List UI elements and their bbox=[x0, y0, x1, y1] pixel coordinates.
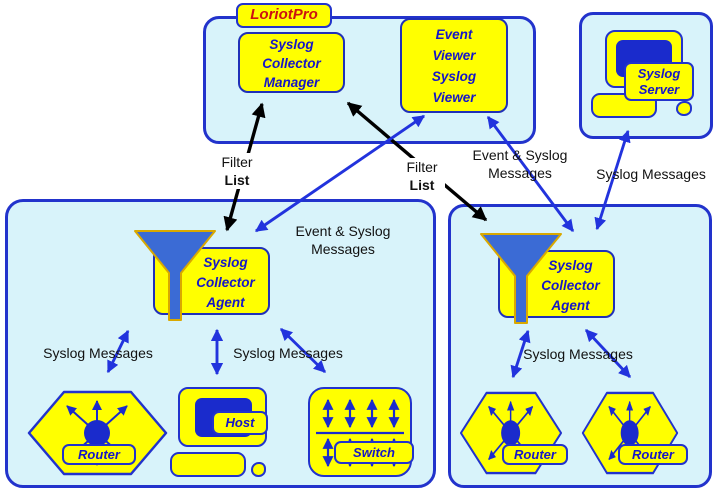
agent-line3: Agent bbox=[206, 295, 245, 310]
event-syslog-line2: Messages bbox=[488, 165, 552, 181]
viewer-line4: Viewer bbox=[432, 90, 476, 105]
agent-line1: Syslog bbox=[203, 255, 248, 270]
loriotpro-title: LoriotPro bbox=[250, 6, 318, 24]
host-mouse-icon bbox=[251, 462, 266, 477]
agent-line2: Collector bbox=[541, 278, 600, 293]
router-label: Router bbox=[78, 446, 120, 462]
syslog-messages-label-router1: Syslog Messages bbox=[30, 344, 166, 362]
filter-list-label-left: Filter List bbox=[214, 153, 260, 189]
event-syslog-line1: Event & Syslog bbox=[295, 223, 391, 239]
router-tag: Router bbox=[62, 444, 136, 465]
syslog-messages-label-hostswitch: Syslog Messages bbox=[220, 344, 356, 362]
syslog-messages-text: Syslog Messages bbox=[233, 345, 343, 361]
server-label-line1: Syslog bbox=[637, 65, 681, 81]
filter-text: Filter bbox=[406, 159, 438, 175]
filter-list-label-right: Filter List bbox=[399, 158, 445, 194]
event-syslog-messages-label-top: Event & Syslog Messages bbox=[452, 146, 588, 182]
manager-line3: Manager bbox=[263, 75, 320, 90]
router-tag: Router bbox=[502, 444, 568, 465]
funnel-icon-left bbox=[134, 230, 216, 321]
agent-line1: Syslog bbox=[548, 258, 593, 273]
event-syslog-viewer-box: Event Viewer Syslog Viewer bbox=[400, 18, 508, 113]
syslog-server-tag: Syslog Server bbox=[624, 62, 694, 101]
event-syslog-line2: Messages bbox=[311, 241, 375, 257]
syslog-collector-manager-box: Syslog Collector Manager bbox=[238, 32, 345, 93]
list-text: List bbox=[224, 172, 250, 188]
list-text: List bbox=[409, 177, 435, 193]
event-syslog-messages-label-leftbox: Event & Syslog Messages bbox=[273, 222, 413, 258]
syslog-messages-text: Syslog Messages bbox=[523, 346, 633, 362]
agent-line2: Collector bbox=[196, 275, 255, 290]
syslog-messages-label-server: Syslog Messages bbox=[582, 165, 720, 183]
switch-tag: Switch bbox=[334, 441, 414, 464]
host-label: Host bbox=[225, 415, 255, 431]
syslog-messages-text: Syslog Messages bbox=[596, 166, 706, 182]
server-label-line2: Server bbox=[638, 81, 680, 97]
host-tag: Host bbox=[212, 411, 268, 435]
agent-line3: Agent bbox=[551, 298, 590, 313]
server-mouse-icon bbox=[676, 101, 692, 116]
loriotpro-title-tag: LoriotPro bbox=[236, 3, 332, 28]
manager-line2: Collector bbox=[262, 56, 321, 71]
viewer-line3: Syslog bbox=[431, 69, 477, 84]
host-keyboard-icon bbox=[170, 452, 246, 477]
viewer-line1: Event bbox=[435, 27, 473, 42]
host-monitor-icon bbox=[178, 387, 267, 447]
syslog-messages-label-rightbox: Syslog Messages bbox=[510, 345, 646, 363]
router-label: Router bbox=[514, 446, 556, 462]
funnel-icon-right bbox=[480, 233, 562, 324]
manager-line1: Syslog bbox=[269, 37, 314, 52]
event-syslog-line1: Event & Syslog bbox=[472, 147, 568, 163]
viewer-line2: Viewer bbox=[432, 48, 476, 63]
router-label: Router bbox=[632, 446, 674, 462]
syslog-messages-text: Syslog Messages bbox=[43, 345, 153, 361]
router-tag: Router bbox=[618, 444, 688, 465]
filter-text: Filter bbox=[221, 154, 253, 170]
switch-label: Switch bbox=[353, 444, 395, 460]
